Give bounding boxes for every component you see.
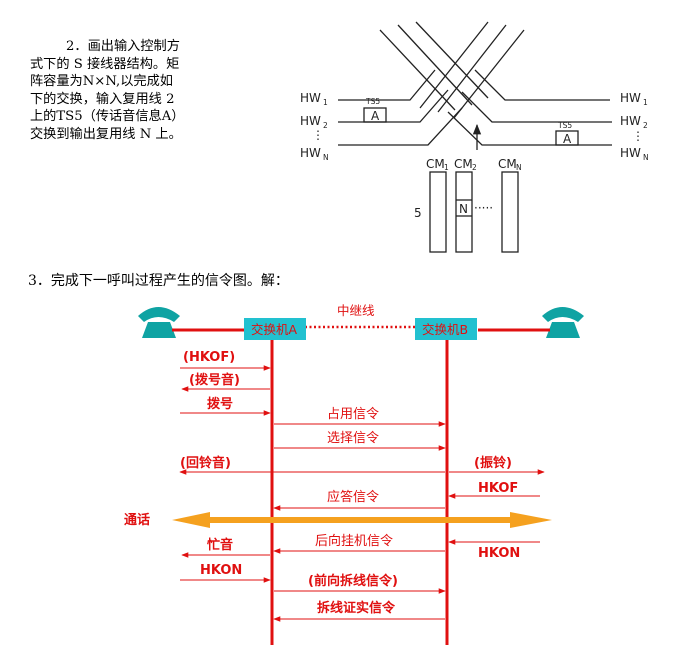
q2-line-1: 2．画出输入控制方 [66,39,180,54]
sketch-labels: HW 1 HW 2 ⋮ HW N HW 1 HW 2 ⋮ HW N TS5 A … [300,91,649,220]
hw1-left-sub: 1 [323,98,328,107]
question-2-text: 2．画出输入控制方 式下的 S 接线器结构。矩 阵容量为N×N,以完成如 下的交… [30,38,240,143]
cm2-label: CM [454,157,473,171]
hw2-output-line [461,91,612,123]
hw2-left-label: HW [300,114,321,128]
ts5-value-right: A [563,132,572,146]
hw2-input-line [338,89,449,123]
ts5-box-right [555,130,579,146]
cmn-sub: N [516,163,522,172]
label-answer: 应答信令 [327,489,379,505]
label-release-guard: 拆线证实信令 [317,600,396,616]
q2-line-3: 阵容量为N×N,以完成如 [30,74,173,89]
ts5-label-left: TS5 [365,97,380,106]
ts5-value-left: A [371,109,380,123]
label-seize: 占用信令 [327,407,379,422]
label-select: 选择信令 [327,431,379,446]
hw1-right-label: HW [620,91,641,105]
hwn-right-label: HW [620,146,641,160]
hwn-left-label: HW [300,146,321,160]
row-5-label: 5 [414,206,422,220]
label-backward-clear: 后向挂机信令 [315,533,393,549]
label-hkof-a: (HKOF) [183,350,235,365]
cross-line [453,29,525,119]
hw2-right-sub: 2 [643,121,648,130]
cross-line [419,21,489,109]
cm1-sub: 1 [444,163,449,172]
label-ringback: (回铃音) [180,455,231,471]
exchange-a-label: 交换机A [251,322,298,337]
hwn-left-sub: N [323,153,329,162]
cmn-column [501,171,519,253]
phone-a-icon [138,307,180,338]
cross-line [415,21,489,99]
exchange-a-box [244,318,306,340]
label-hkon-b: HKON [478,546,520,561]
talk-label: 通话 [124,512,150,528]
label-hkon-a: HKON [200,563,242,578]
cm2-column [455,171,473,253]
exchange-b-box [415,318,477,340]
label-ringing: (振铃) [474,455,512,471]
q2-line-5: 上的TS5（传话音信息A） [30,109,185,124]
cross-line [397,24,473,106]
signaling-diagram: 中继线 交换机A 交换机B 通话 [124,303,584,645]
q2-line-2: 式下的 S 接线器结构。矩 [30,56,180,72]
label-hkof-b: HKOF [478,481,518,496]
hwn-input-line [338,107,463,146]
label-dial-tone: (拨号音) [189,372,240,388]
label-forward-release: (前向拆线信令) [308,573,398,589]
hwn-right-sub: N [643,153,649,162]
cm2-sub: 2 [472,163,477,172]
hw1-output-line [474,69,610,101]
hw2-left-sub: 2 [323,121,328,130]
hw2-right-label: HW [620,114,641,128]
ts5-box-left [363,107,387,123]
cmn-label: CM [498,157,517,171]
q2-line-6: 交换到输出复用线 N 上。 [30,126,182,142]
cross-line [437,24,507,113]
exchange-b-label: 交换机B [422,322,468,337]
vdots-right: ⋮ [632,129,644,143]
phone-b-icon [542,307,584,338]
cm1-label: CM [426,157,445,171]
q2-line-4: 下的交换，输入复用线 2 [30,91,175,107]
cm1-column [429,171,447,253]
talk-double-arrow [172,512,552,528]
question-3-title: 3．完成下一呼叫过程产生的信令图。解： [28,273,289,289]
s-switch-sketch [338,21,612,253]
label-dial: 拨号 [207,396,233,412]
hw1-input-line [338,69,436,101]
cm2-value: N [459,202,468,216]
label-busy: 忙音 [207,537,233,553]
hwn-output-line [447,111,612,146]
hw1-left-label: HW [300,91,321,105]
vdots-left: ⋮ [312,128,324,142]
trunk-label: 中继线 [337,303,375,318]
cm-dots: ····· [474,201,493,215]
cross-line [379,29,456,111]
hw1-right-sub: 1 [643,98,648,107]
ts5-label-right: TS5 [557,121,572,130]
